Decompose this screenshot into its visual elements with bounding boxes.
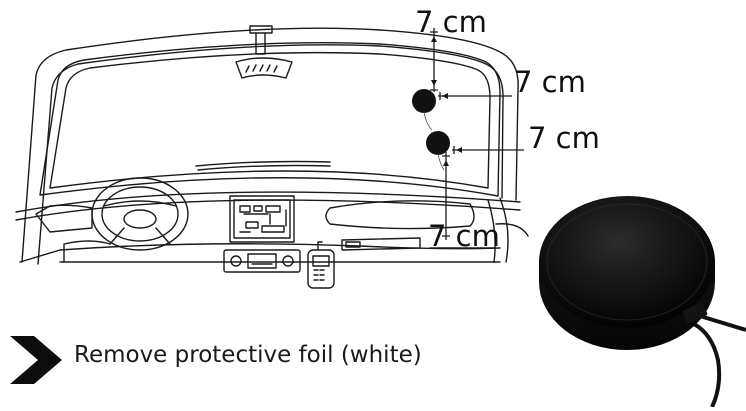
label-right-gap-lower: 7 cm	[528, 121, 600, 155]
sensor-upper	[412, 89, 436, 131]
roof-outline	[21, 27, 519, 263]
sensor-pad-photo	[539, 196, 746, 408]
instruction-text: Remove protective foil (white)	[74, 342, 422, 368]
radio-unit	[223, 249, 301, 273]
label-between-gap: 7 cm	[428, 219, 500, 253]
rear-view-mirror	[235, 25, 293, 79]
chevron-right-icon	[10, 336, 62, 384]
windshield-frame	[39, 42, 501, 197]
mobile-phone	[307, 241, 335, 289]
label-top-gap: 7 cm	[415, 5, 487, 39]
navigation-screen	[229, 195, 295, 243]
label-right-gap-upper: 7 cm	[514, 65, 586, 99]
steering-wheel	[91, 177, 189, 251]
sensor-lower	[426, 131, 450, 171]
